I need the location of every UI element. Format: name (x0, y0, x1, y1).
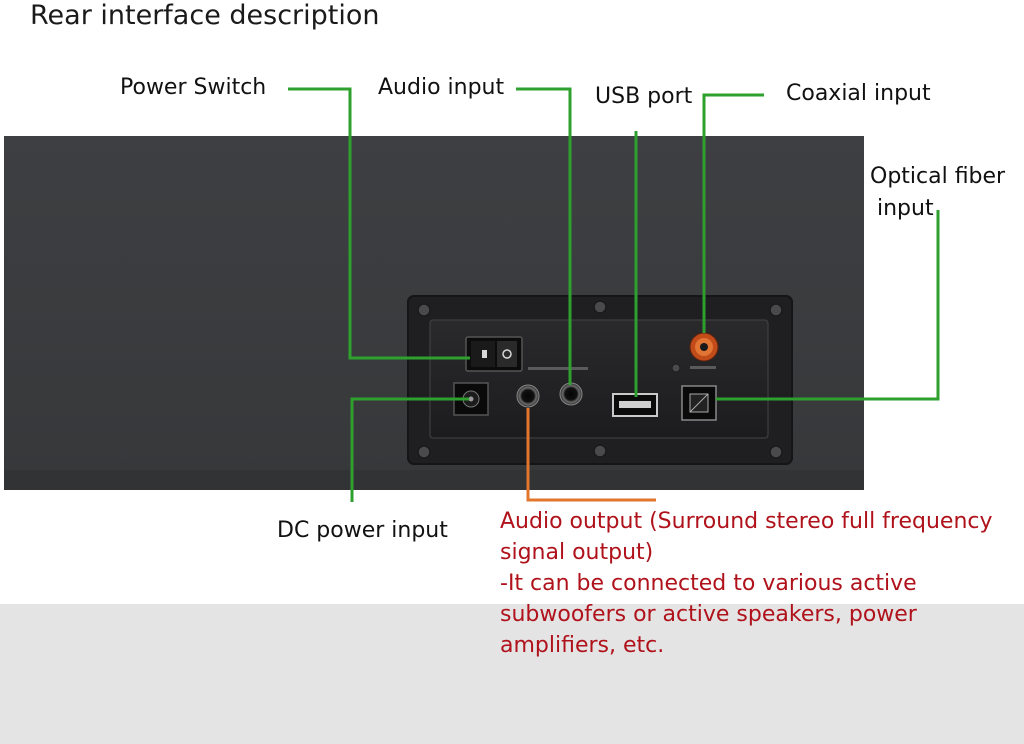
dc-power-input-label: DC power input (277, 518, 448, 543)
coaxial-input-label: Coaxial input (786, 81, 931, 106)
body-shadow (4, 470, 864, 490)
audio-output-note-line: -It can be connected to various active (500, 571, 917, 596)
optical-fiber-label-line1: Optical fiber (870, 164, 1006, 189)
usb-port-icon (612, 393, 658, 417)
audio-output-note: Audio output (Surround stereo full frequ… (500, 506, 1024, 661)
usb-port-label: USB port (595, 84, 693, 109)
dc-jack-icon (453, 382, 489, 416)
screw-icon (417, 300, 783, 459)
audio-input-leader (516, 87, 572, 385)
page-title: Rear interface description (30, 0, 380, 31)
power-switch-leader (288, 87, 470, 360)
rca-coaxial-icon (689, 332, 719, 362)
bottom-background-band (0, 604, 1024, 744)
rocker-switch-icon (465, 336, 523, 372)
audio-output-note-line: amplifiers, etc. (500, 633, 665, 658)
optical-fiber-label-line2: input (877, 196, 934, 221)
audio-input-jack-icon (559, 382, 583, 406)
optical-toslink-icon (681, 385, 717, 421)
audio-output-note-line: Audio output (Surround stereo full frequ… (500, 509, 993, 534)
coaxial-leader (702, 93, 764, 333)
dc-power-leader (350, 397, 469, 502)
leader-lines-green (288, 87, 940, 502)
audio-output-note-line: subwoofers or active speakers, power (500, 602, 917, 627)
audio-output-note-line: signal output) (500, 540, 654, 565)
power-switch-label: Power Switch (120, 75, 267, 100)
audio-input-label: Audio input (378, 75, 505, 100)
interface-plate (407, 295, 793, 465)
audio-output-leader (526, 408, 656, 502)
screw-icon (671, 363, 681, 373)
audio-output-jack-icon (516, 384, 540, 408)
optical-leader (716, 210, 940, 401)
